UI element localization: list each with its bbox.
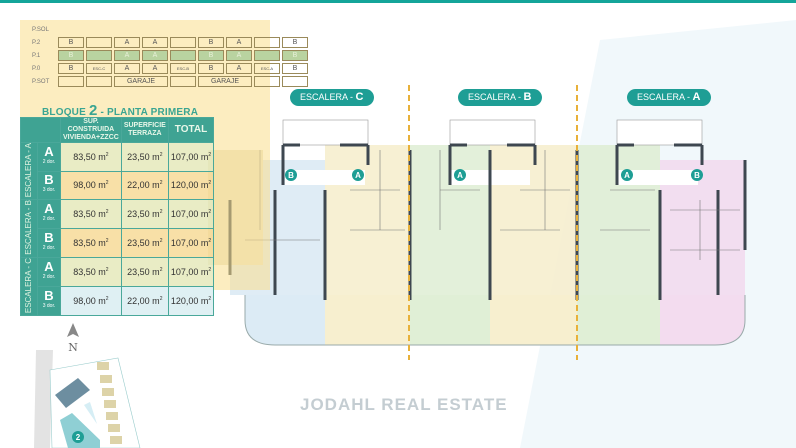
stair-cores: [282, 119, 703, 146]
top-accent-line: [0, 0, 796, 3]
watermark: JODAHL REAL ESTATE: [300, 395, 508, 414]
stair-label-c: ESCALERA - C: [290, 89, 374, 106]
terrace-b-a: [410, 295, 490, 345]
block-title: BLOQUE 2 - PLANTA PRIMERA: [42, 102, 199, 119]
interior-lines: [245, 150, 740, 260]
terrace-a-b: [660, 295, 745, 345]
apartment-zones: [208, 145, 745, 295]
building-outline: [244, 295, 746, 346]
terrace-a-a: [577, 295, 660, 345]
terrace-zones: [245, 295, 745, 345]
header-total: TOTAL: [167, 117, 215, 143]
terrace-c-a: [325, 295, 410, 345]
stair-label-a: ESCALERA - A: [627, 89, 711, 106]
terrace-c-b: [245, 295, 325, 345]
stair-label-b: ESCALERA - B: [458, 89, 542, 106]
terrace-b-b: [490, 295, 577, 345]
